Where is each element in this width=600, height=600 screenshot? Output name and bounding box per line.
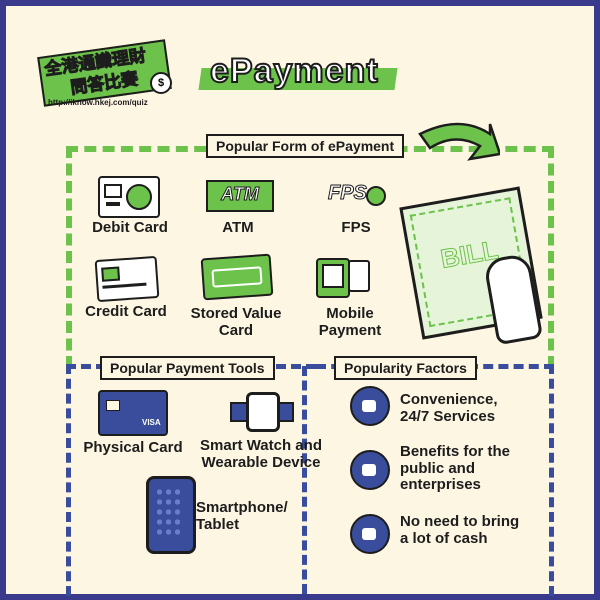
- thumbs-up-icon: [350, 514, 390, 554]
- factor-benefits-label: Benefits for the public and enterprises: [400, 443, 511, 493]
- smart-watch-icon: [230, 388, 294, 432]
- fps-icon: FPS: [326, 180, 386, 210]
- infographic-canvas: 全港通識理財 問答比賽 $ http://iknow.hkej.com/quiz…: [6, 6, 594, 596]
- debit-card-icon: [98, 176, 160, 218]
- fps-logo-text: FPS: [328, 182, 368, 205]
- smartphone-label: Smartphone/ Tablet: [196, 499, 288, 533]
- tools-heading: Popular Payment Tools: [100, 356, 275, 380]
- stored-value-card-icon: [200, 253, 274, 301]
- mobile-payment-label: Mobile Payment: [318, 305, 382, 339]
- atm-logo-text: ATM: [221, 184, 260, 205]
- page-title: ePayment: [209, 51, 379, 91]
- smartphone-icon: [146, 476, 196, 554]
- dollar-coin-icon: $: [150, 72, 172, 94]
- stored-value-card-label: Stored Value Card: [190, 305, 282, 339]
- brand-logo: 全港通識理財 問答比賽 $ http://iknow.hkej.com/quiz: [30, 39, 180, 112]
- arrow-svg: [418, 122, 502, 161]
- arrow-icon: [410, 114, 502, 184]
- thumbs-up-icon: [350, 386, 390, 426]
- thumbs-up-icon: [350, 450, 390, 490]
- credit-card-icon: [94, 255, 160, 303]
- factor-convenience-label: Convenience, 24/7 Services: [400, 391, 498, 425]
- factor-cash-label: No need to bring a lot of cash: [400, 513, 520, 547]
- physical-card-label: Physical Card: [83, 439, 183, 456]
- mobile-payment-icon: [310, 254, 376, 300]
- factors-heading: Popularity Factors: [334, 356, 477, 380]
- physical-card-icon: VISA: [98, 390, 168, 436]
- fps-label: FPS: [341, 219, 371, 236]
- section-divider: [302, 366, 307, 594]
- brand-url: http://iknow.hkej.com/quiz: [48, 98, 148, 107]
- atm-label: ATM: [222, 219, 254, 236]
- debit-card-label: Debit Card: [92, 219, 168, 236]
- credit-card-label: Credit Card: [85, 303, 167, 320]
- atm-icon: ATM: [206, 180, 274, 212]
- visa-text: VISA: [142, 418, 161, 427]
- forms-heading: Popular Form of ePayment: [206, 134, 405, 158]
- smart-watch-label: Smart Watch and Wearable Device: [200, 437, 322, 471]
